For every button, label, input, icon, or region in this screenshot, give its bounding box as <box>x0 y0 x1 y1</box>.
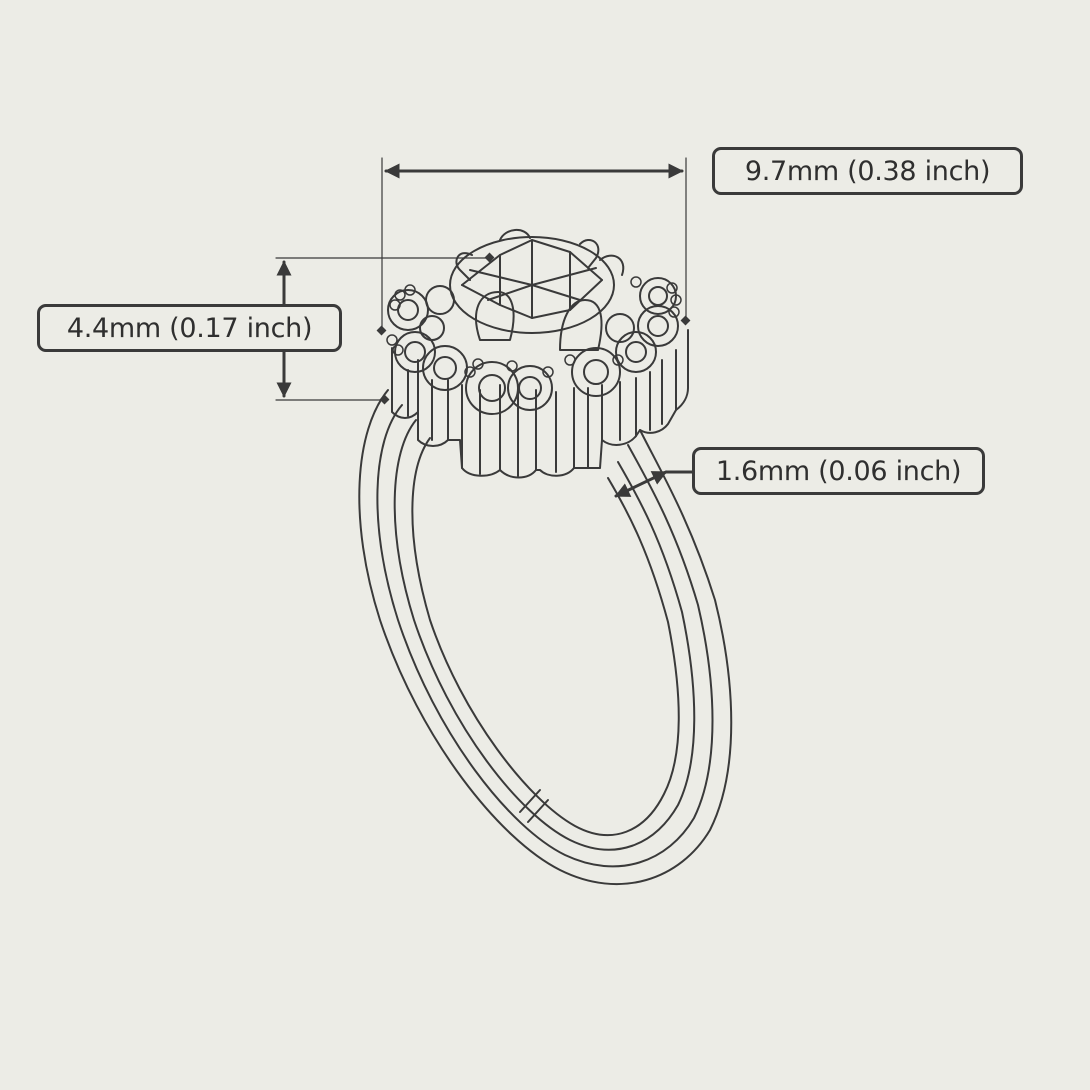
halo-beads <box>386 276 682 378</box>
anchor-points <box>376 252 691 405</box>
height-dimension-label: 4.4mm (0.17 inch) <box>37 304 342 352</box>
width-dimension-label: 9.7mm (0.38 inch) <box>712 147 1023 195</box>
halo-stones <box>387 277 679 415</box>
band-width-dimension-label: 1.6mm (0.06 inch) <box>692 447 985 495</box>
ring-band <box>358 389 733 885</box>
dimension-lines <box>275 157 687 401</box>
center-stone <box>449 236 615 334</box>
halo-gallery <box>391 329 689 479</box>
